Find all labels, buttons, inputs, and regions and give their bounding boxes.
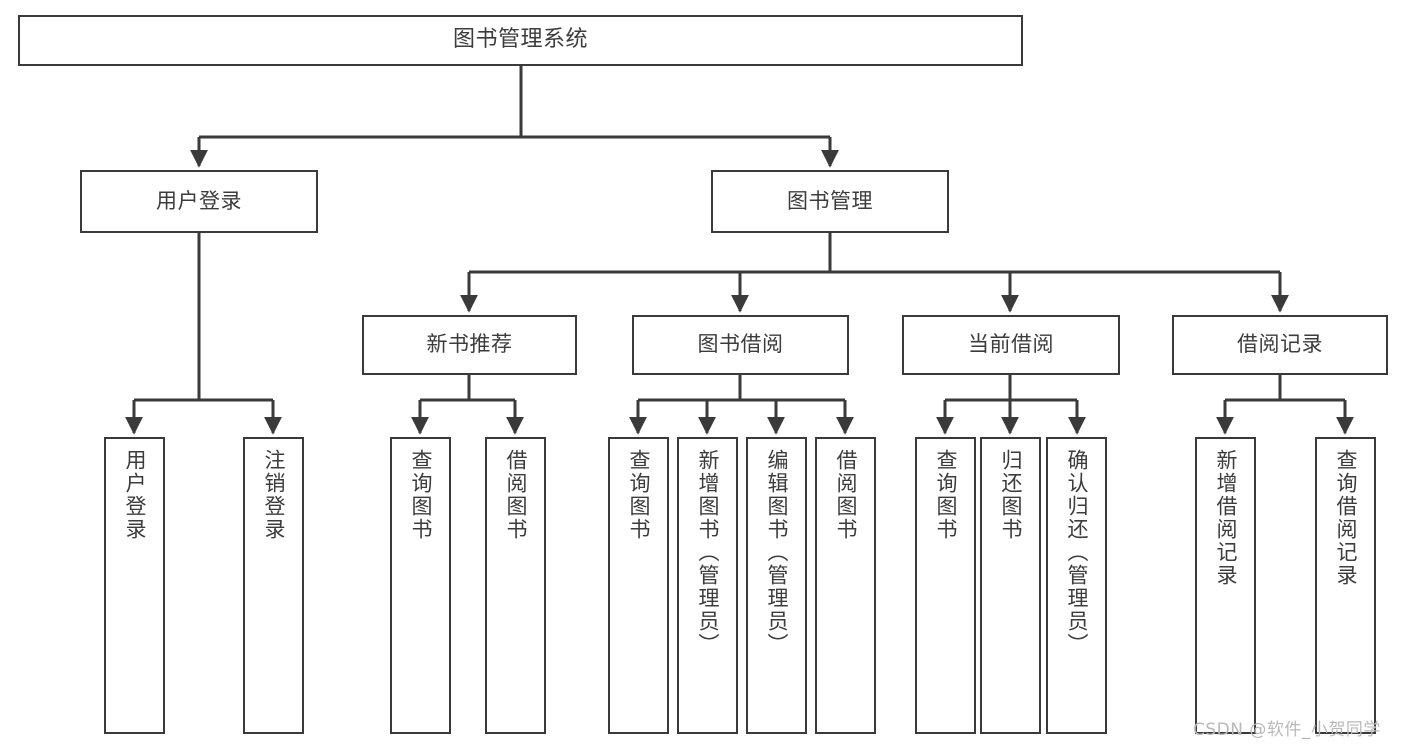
- leaf-add-borrow-record[interactable]: 新增借阅记录: [1195, 437, 1256, 734]
- leaf-label: 查询借阅记录: [1334, 449, 1358, 587]
- leaf-add-book-admin[interactable]: 新增图书（管理员）: [677, 437, 738, 734]
- leaf-query-book-current[interactable]: 查询图书: [915, 437, 976, 734]
- node-borrow-records[interactable]: 借阅记录: [1172, 315, 1388, 375]
- leaf-query-book-new[interactable]: 查询图书: [390, 437, 451, 734]
- leaf-label: 查询图书: [627, 449, 651, 541]
- leaf-label: 借阅图书: [504, 449, 528, 541]
- leaf-label: 归还图书: [999, 449, 1023, 541]
- leaf-label: 用户登录: [123, 449, 147, 541]
- leaf-label: 借阅图书: [834, 449, 858, 541]
- node-current-borrow[interactable]: 当前借阅: [902, 315, 1120, 375]
- leaf-query-book-borrow[interactable]: 查询图书: [608, 437, 669, 734]
- leaf-user-login[interactable]: 用户登录: [104, 437, 165, 734]
- leaf-borrow-book-new[interactable]: 借阅图书: [485, 437, 546, 734]
- leaf-label: 新增图书（管理员）: [696, 449, 720, 656]
- node-user-login[interactable]: 用户登录: [80, 170, 318, 233]
- leaf-label: 查询图书: [934, 449, 958, 541]
- node-book-management[interactable]: 图书管理: [711, 170, 949, 233]
- node-root-system[interactable]: 图书管理系统: [18, 15, 1023, 66]
- leaf-label: 注销登录: [262, 449, 286, 541]
- leaf-return-book[interactable]: 归还图书: [980, 437, 1041, 734]
- leaf-borrow-book[interactable]: 借阅图书: [815, 437, 876, 734]
- csdn-watermark: CSDN @软件_小贺同学: [1193, 720, 1381, 740]
- leaf-label: 查询图书: [409, 449, 433, 541]
- leaf-query-borrow-record[interactable]: 查询借阅记录: [1315, 437, 1376, 734]
- node-new-book-recommend[interactable]: 新书推荐: [362, 315, 577, 375]
- node-book-borrow[interactable]: 图书借阅: [632, 315, 849, 375]
- leaf-label: 编辑图书（管理员）: [765, 449, 789, 656]
- leaf-logout[interactable]: 注销登录: [243, 437, 304, 734]
- leaf-label: 确认归还（管理员）: [1065, 449, 1089, 656]
- leaf-confirm-return-admin[interactable]: 确认归还（管理员）: [1046, 437, 1107, 734]
- leaf-edit-book-admin[interactable]: 编辑图书（管理员）: [746, 437, 807, 734]
- leaf-label: 新增借阅记录: [1214, 449, 1238, 587]
